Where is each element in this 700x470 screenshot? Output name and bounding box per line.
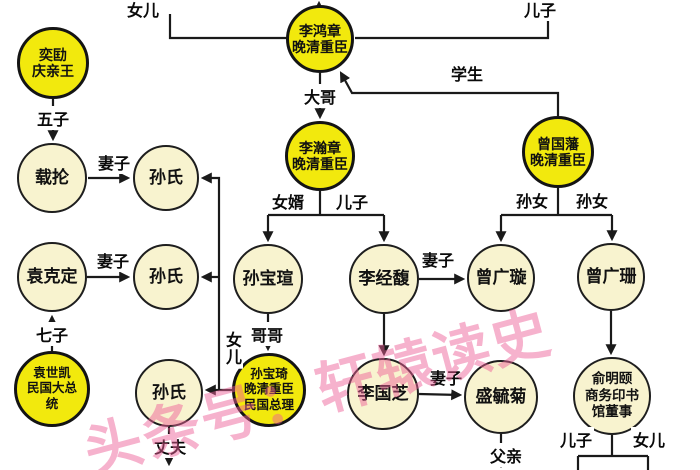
edge-label-daughters-vertical: 女儿	[225, 331, 243, 369]
edge-label-seventh-son: 七子	[33, 322, 71, 346]
edge-label-wife-lijingfu: 妻子	[419, 247, 457, 271]
edge-zengguofan-split	[501, 188, 612, 217]
edge-label-wife-yuankeding: 妻子	[94, 248, 132, 272]
node-sun-shi-1: 孙氏	[133, 145, 199, 211]
edge-label-elder-brother: 哥哥	[248, 322, 286, 346]
node-yu-ming-yi: 俞明颐 商务印书 馆董事	[573, 357, 651, 435]
node-zeng-guo-fan: 曾国藩 晚清重臣	[522, 116, 594, 188]
node-text-line: 庆亲王	[32, 63, 74, 79]
node-text-line: 晚清重臣	[243, 382, 294, 397]
node-text-line: 曾广珊	[585, 267, 637, 287]
node-text-line: 馆董事	[591, 404, 633, 420]
node-text-line: 孙氏	[152, 383, 186, 403]
node-sun-shi-2: 孙氏	[133, 244, 199, 310]
node-text-line: 孙宝琦	[250, 367, 288, 382]
node-text-line: 盛毓菊	[475, 387, 527, 407]
node-text-line: 曾广璇	[475, 268, 527, 288]
node-text-line: 李瀚章	[299, 139, 341, 156]
node-yuan-shi-kai: 袁世凯 民国大总 统	[14, 351, 90, 427]
node-text-line: 晚清重臣	[530, 152, 586, 168]
node-sun-bao-xuan: 孙宝瑄	[233, 244, 303, 314]
edge-zengguofan-lihongzhang-student	[339, 71, 560, 116]
node-text-line: 孙氏	[149, 168, 183, 188]
edge-label-son-top: 儿子	[521, 0, 559, 21]
edge-label-fifth-son: 五子	[34, 106, 72, 130]
node-text-line: 曾国藩	[537, 135, 579, 152]
edge-liguozhi-shengyuju	[418, 389, 463, 401]
node-sheng-yu-ju: 盛毓菊	[464, 360, 538, 434]
node-yuan-ke-ding: 袁克定	[17, 242, 87, 312]
edge-label-wife-zailun: 妻子	[95, 150, 133, 174]
node-zeng-guang-xuan: 曾广璇	[467, 244, 535, 312]
edge-son-lihongzhang	[355, 19, 550, 40]
edge-label-wife-liguozhi: 妻子	[427, 365, 465, 389]
node-li-hong-zhang: 李鸿章 晚清重臣	[286, 5, 354, 73]
edge-label-student: 学生	[448, 61, 486, 85]
edge-yumingyi-children-split	[576, 435, 650, 470]
edge-lihanzhang-split	[268, 191, 384, 217]
node-yi-kuang: 奕劻 庆亲王	[17, 27, 89, 99]
node-text-line: 商务印书	[585, 387, 639, 403]
edge-label-granddaughter-right: 孙女	[573, 188, 611, 212]
edge-label-son-yumingyi: 儿子	[557, 427, 595, 451]
node-zeng-guang-shan: 曾广珊	[577, 243, 645, 311]
node-text-line: 袁克定	[26, 267, 78, 287]
edge-label-father: 父亲	[487, 443, 525, 467]
node-text-line: 统	[45, 396, 59, 411]
node-li-guo-zhi: 李国芝	[347, 358, 419, 430]
node-text-line: 载抡	[35, 168, 69, 188]
node-text-line: 奕劻	[39, 46, 67, 63]
edge-daughter-lihongzhang	[168, 14, 287, 40]
node-text-line: 李经馥	[358, 269, 410, 289]
node-text-line: 李国芝	[357, 384, 409, 404]
node-text-line: 民国总理	[243, 397, 294, 412]
node-sun-bao-qi: 孙宝琦 晚清重臣 民国总理	[232, 353, 306, 427]
edge-label-daughter-top: 女儿	[124, 0, 162, 21]
node-text-line: 李鸿章	[299, 22, 341, 39]
node-text-line: 孙氏	[149, 267, 183, 287]
edge-label-husband: 丈夫	[151, 434, 189, 458]
edge-label-daughter-yumingyi: 女儿	[630, 427, 668, 451]
node-text-line: 晚清重臣	[292, 156, 348, 172]
node-li-jing-fu: 李经馥	[349, 244, 419, 314]
node-zai-lun: 载抡	[17, 143, 87, 213]
edge-label-son-lihanzhang: 儿子	[333, 189, 371, 213]
node-text-line: 孙宝瑄	[242, 269, 294, 289]
node-text-line: 俞明颐	[591, 371, 633, 387]
node-text-line: 民国大总	[26, 381, 77, 396]
edge-label-eldest-brother: 大哥	[301, 84, 339, 108]
edge-label-son-in-law: 女婿	[269, 189, 307, 213]
edge-sunbaoqi-sunshi1	[200, 172, 232, 392]
edge-label-granddaughter-left: 孙女	[513, 188, 551, 212]
node-sun-shi-3: 孙氏	[135, 359, 203, 427]
node-li-han-zhang: 李瀚章 晚清重臣	[285, 121, 355, 191]
node-text-line: 袁世凯	[33, 366, 71, 381]
node-text-line: 晚清重臣	[292, 39, 348, 55]
